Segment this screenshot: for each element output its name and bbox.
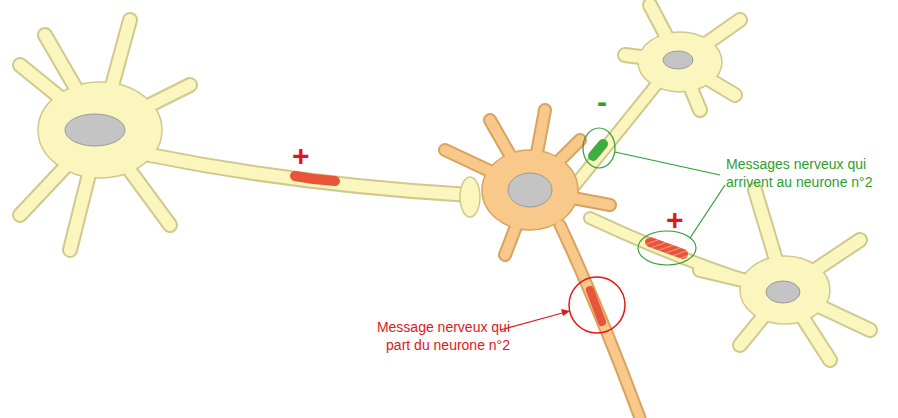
callout-text: Messages nerveux qui arrivent au neurone… [726, 155, 894, 191]
callout-text: Message nerveux qui part du neurone n°2 [372, 318, 510, 354]
polarity-sign: - [597, 82, 607, 121]
polarity-sign: + [666, 200, 684, 239]
polarity-sign: + [292, 136, 310, 175]
